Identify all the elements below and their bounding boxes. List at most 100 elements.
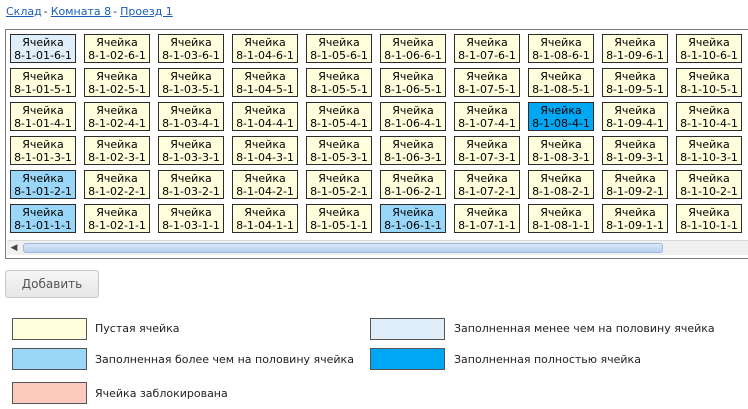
cell-code: 8-1-10-2-1 [680, 185, 738, 198]
cell-code: 8-1-07-5-1 [458, 83, 516, 96]
cell-code: 8-1-07-6-1 [458, 49, 516, 62]
cell-code: 8-1-07-2-1 [458, 185, 516, 198]
cell-title: Ячейка [244, 138, 286, 151]
triangle-left-icon[interactable]: ◀ [10, 243, 18, 253]
cell-code: 8-1-02-2-1 [88, 185, 146, 198]
cell-title: Ячейка [392, 138, 434, 151]
cell-code: 8-1-05-1-1 [310, 219, 368, 232]
scrollbar-thumb[interactable] [23, 243, 663, 253]
cell-title: Ячейка [318, 104, 360, 117]
cell-code: 8-1-09-5-1 [606, 83, 664, 96]
cell-title: Ячейка [22, 206, 64, 219]
breadcrumb-link-aisle[interactable]: Проезд 1 [120, 5, 173, 18]
breadcrumb-link-room[interactable]: Комната 8 [50, 5, 112, 18]
cell-code: 8-1-09-3-1 [606, 151, 664, 164]
cell-code: 8-1-01-6-1 [14, 49, 72, 62]
cell-title: Ячейка [688, 206, 730, 219]
cell-code: 8-1-01-3-1 [14, 151, 72, 164]
cell-title: Ячейка [614, 36, 656, 49]
cell-code: 8-1-07-1-1 [458, 219, 516, 232]
cell-code: 8-1-10-5-1 [680, 83, 738, 96]
cell-title: Ячейка [22, 172, 64, 185]
cell-title: Ячейка [614, 138, 656, 151]
horizontal-scrollbar[interactable]: ◀ [7, 240, 748, 255]
add-button[interactable]: Добавить [5, 270, 99, 298]
cell-title: Ячейка [170, 138, 212, 151]
cell-title: Ячейка [22, 138, 64, 151]
breadcrumb-link-warehouse[interactable]: Склад [6, 5, 42, 18]
cell-code: 8-1-06-3-1 [384, 151, 442, 164]
legend-label: Пустая ячейка [95, 322, 180, 335]
cell-code: 8-1-05-2-1 [310, 185, 368, 198]
cell-code: 8-1-06-1-1 [384, 219, 442, 232]
cell-title: Ячейка [318, 70, 360, 83]
cell-code: 8-1-06-4-1 [384, 117, 442, 130]
cell-title: Ячейка [22, 70, 64, 83]
cell-title: Ячейка [614, 172, 656, 185]
cell-title: Ячейка [466, 206, 508, 219]
cell-code: 8-1-06-5-1 [384, 83, 442, 96]
